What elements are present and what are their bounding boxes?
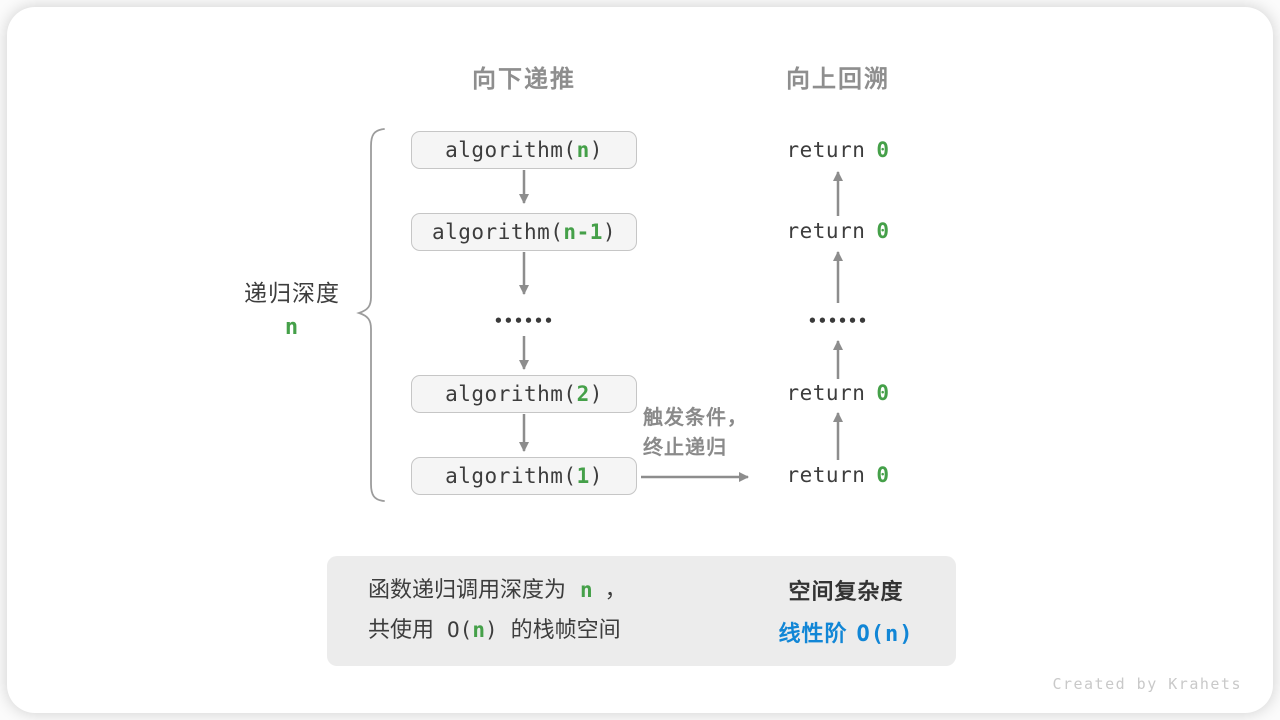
return-statement: return 0 bbox=[786, 139, 889, 161]
call-close: ) bbox=[602, 220, 617, 244]
call-fn: algorithm( bbox=[445, 382, 577, 406]
space-complexity-value: 线性阶 O(n) bbox=[779, 616, 914, 648]
summary-line1-punct: ， bbox=[604, 577, 627, 602]
summary-line2-text2: 的栈帧空间 bbox=[510, 617, 621, 642]
return-keyword: return bbox=[786, 219, 866, 243]
summary-line2-text1: 共使用 bbox=[368, 617, 435, 642]
base-case-line2: 终止递归 bbox=[643, 437, 727, 459]
call-arg: 2 bbox=[576, 382, 590, 406]
call-arg: n-1 bbox=[563, 220, 603, 244]
return-keyword: return bbox=[786, 381, 866, 405]
call-fn: algorithm( bbox=[445, 464, 577, 488]
call-arg: n bbox=[576, 138, 590, 162]
summary-line1: 函数递归调用深度为 n ， bbox=[368, 570, 627, 610]
call-close: ) bbox=[589, 138, 603, 162]
watermark-credit: Created by Krahets bbox=[1052, 675, 1242, 693]
base-case-note: 触发条件， 终止递归 bbox=[643, 403, 748, 463]
call-box-n: algorithm(n) bbox=[411, 131, 637, 169]
depth-label-value: n bbox=[284, 315, 300, 340]
depth-brace-icon bbox=[356, 128, 385, 502]
big-o-variable: n bbox=[472, 618, 485, 642]
recurse-heading: 向下递推 bbox=[472, 66, 576, 93]
return-statement: return 0 bbox=[786, 220, 889, 242]
base-case-line1: 触发条件， bbox=[643, 407, 748, 429]
call-box-1: algorithm(1) bbox=[411, 457, 637, 495]
backtrack-heading: 向上回溯 bbox=[786, 66, 890, 93]
return-value: 0 bbox=[876, 381, 890, 405]
return-value: 0 bbox=[876, 138, 890, 162]
call-close: ) bbox=[589, 464, 603, 488]
call-close: ) bbox=[589, 382, 603, 406]
return-value: 0 bbox=[876, 463, 890, 487]
summary-box bbox=[327, 556, 956, 666]
return-value: 0 bbox=[876, 219, 890, 243]
summary-line1-variable: n bbox=[580, 578, 593, 602]
return-keyword: return bbox=[786, 138, 866, 162]
depth-label-text: 递归深度 bbox=[244, 280, 340, 306]
backtrack-ellipsis: •••••• bbox=[807, 312, 869, 330]
return-statement: return 0 bbox=[786, 464, 889, 486]
recurse-ellipsis: •••••• bbox=[493, 312, 555, 330]
depth-label: 递归深度 n bbox=[244, 278, 340, 348]
return-keyword: return bbox=[786, 463, 866, 487]
call-fn: algorithm( bbox=[431, 220, 564, 244]
call-box-2: algorithm(2) bbox=[411, 375, 637, 413]
call-fn: algorithm( bbox=[445, 138, 577, 162]
call-box-n-1: algorithm(n-1) bbox=[411, 213, 637, 251]
call-arg: 1 bbox=[576, 464, 590, 488]
big-o-close: ) bbox=[484, 618, 498, 642]
return-statement: return 0 bbox=[786, 382, 889, 404]
complexity-big-o: O(n) bbox=[856, 622, 914, 647]
summary-line2: 共使用 O(n) 的栈帧空间 bbox=[368, 610, 627, 650]
big-o-open: O( bbox=[447, 618, 473, 642]
complexity-order-label: 线性阶 bbox=[778, 621, 848, 646]
space-complexity-title: 空间复杂度 bbox=[788, 579, 904, 604]
summary-line1-text: 函数递归调用深度为 bbox=[368, 577, 567, 602]
